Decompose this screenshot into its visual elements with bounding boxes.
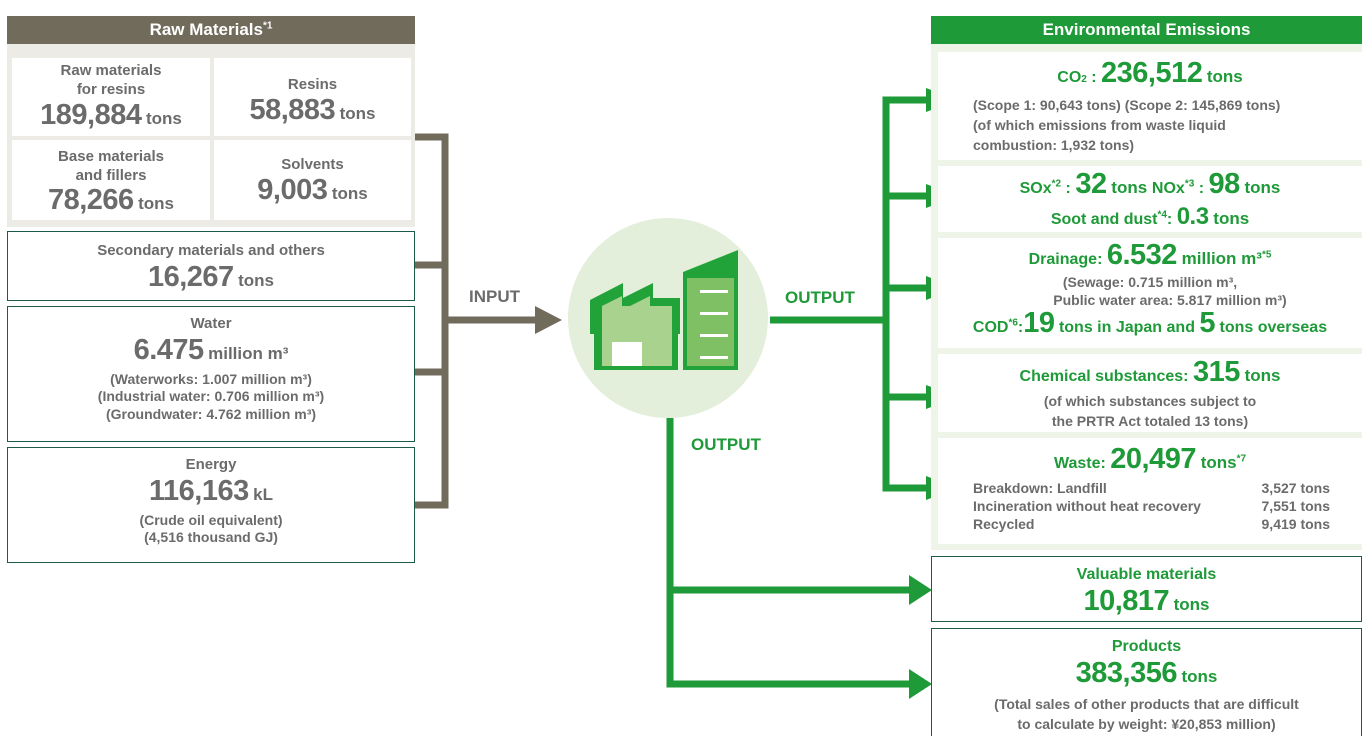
- input-label: INPUT: [469, 287, 520, 306]
- waste-box: Waste: 20,497 tons*7 Breakdown: Landfill…: [938, 438, 1362, 544]
- output-label-right: OUTPUT: [785, 288, 855, 307]
- factory-icon: [590, 250, 738, 370]
- secondary-materials-box: Secondary materials and others 16,267 to…: [7, 231, 415, 301]
- base-materials-box: Base materials and fillers 78,266 tons: [12, 140, 210, 220]
- output-connector-right: [770, 96, 929, 492]
- solvents-box: Solvents 9,003 tons: [214, 140, 411, 220]
- chemical-substances-box: Chemical substances: 315 tons (of which …: [938, 354, 1362, 432]
- drainage-box: Drainage: 6.532 million m³*5 (Sewage: 0.…: [938, 238, 1362, 348]
- output-arrow-head-valuable: [909, 575, 932, 605]
- output-connector-down: [666, 418, 912, 688]
- footnote-1: *1: [262, 20, 273, 32]
- co2-box: CO2 : 236,512 tons (Scope 1: 90,643 tons…: [938, 52, 1362, 160]
- valuable-materials-box: Valuable materials 10,817 tons: [931, 556, 1362, 622]
- input-arrow-head: [535, 306, 562, 334]
- input-connector: [415, 133, 537, 509]
- resin-raw-materials-box: Raw materials for resins 189,884 tons: [12, 58, 210, 136]
- output-arrow-head-products: [909, 669, 932, 699]
- sox-nox-box: SOx*2 : 32 tons NOx*3 : 98 tons Soot and…: [938, 166, 1362, 232]
- emissions-header: Environmental Emissions: [931, 16, 1362, 44]
- raw-materials-header: Raw Materials*1: [7, 16, 415, 44]
- output-label-down: OUTPUT: [691, 435, 761, 454]
- energy-box: Energy 116,163 kL (Crude oil equivalent)…: [7, 447, 415, 563]
- water-box: Water 6.475 million m³ (Waterworks: 1.00…: [7, 306, 415, 442]
- products-box: Products 383,356 tons (Total sales of ot…: [931, 628, 1362, 736]
- resins-box: Resins 58,883 tons: [214, 58, 411, 136]
